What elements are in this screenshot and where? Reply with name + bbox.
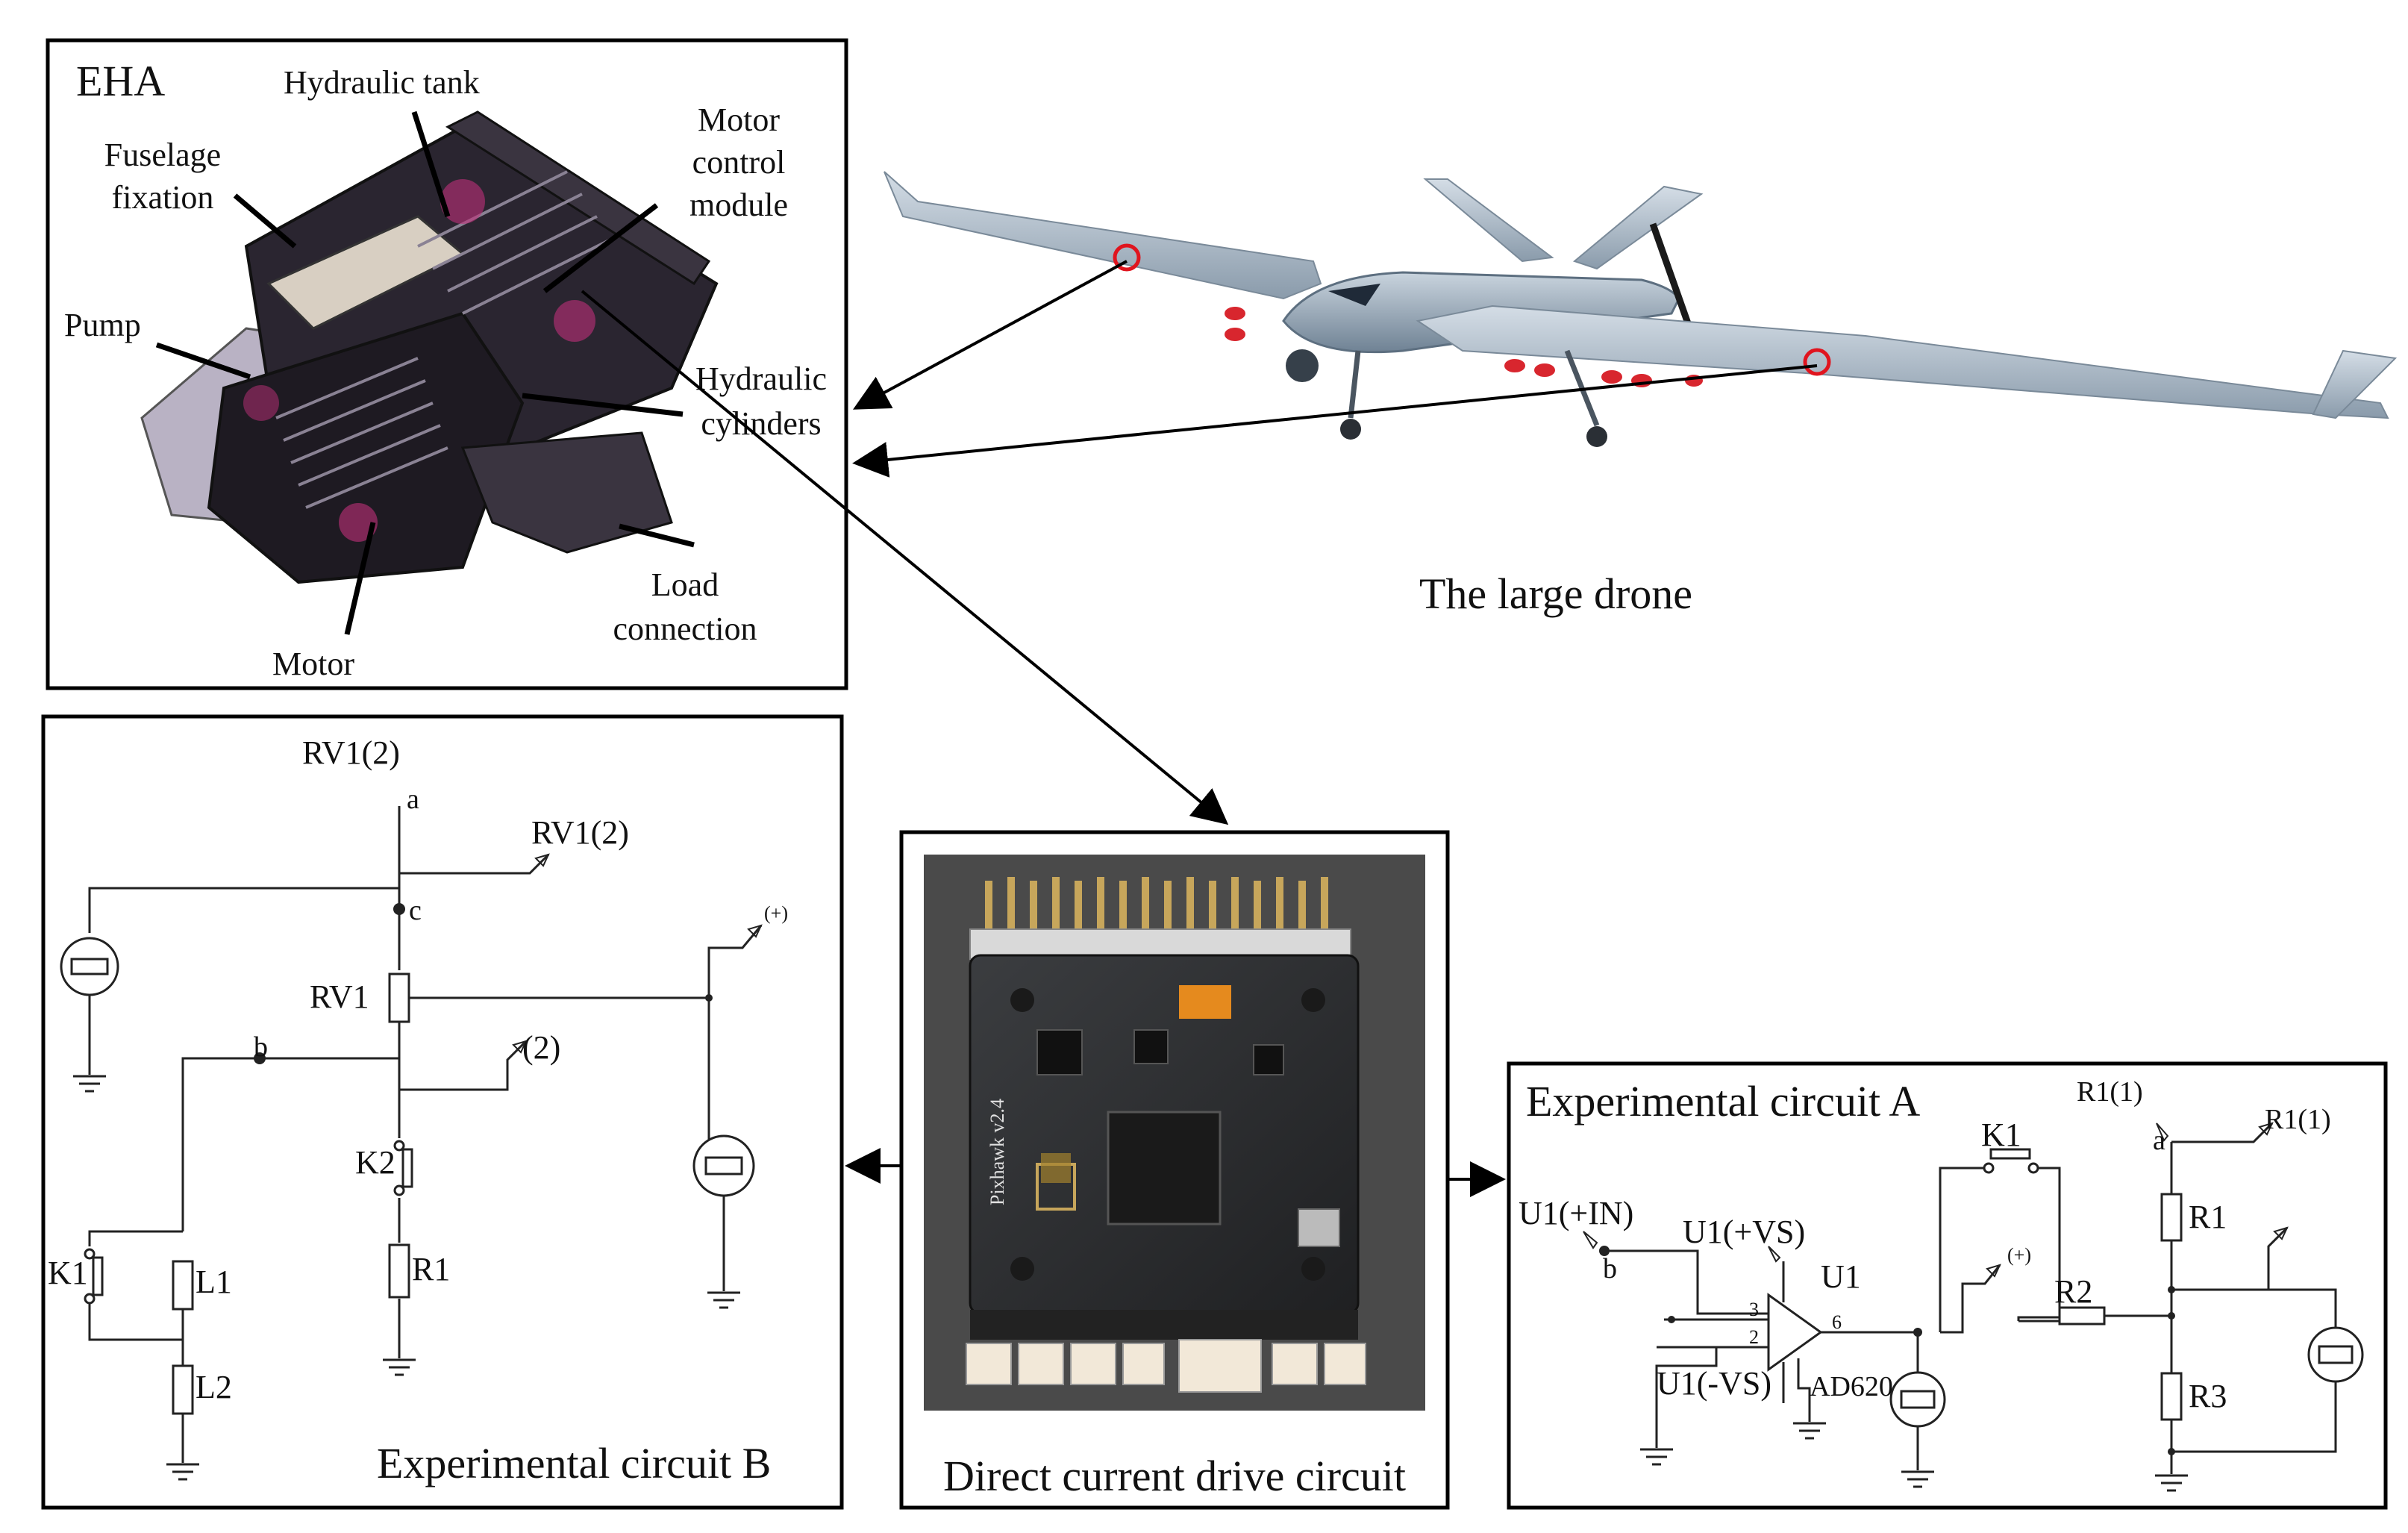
label-probe-plus-a1: (+) (2007, 1244, 2031, 1266)
ground-b-left (73, 1075, 106, 1093)
r1-resistor-b (388, 1243, 410, 1299)
header-pins (985, 877, 1328, 933)
ad620-opamp (1767, 1293, 1823, 1372)
label-rv1-top: RV1(2) (302, 734, 400, 771)
label-l1: L1 (196, 1264, 232, 1300)
rv1-resistor (388, 972, 410, 1023)
r2-resistor (2058, 1306, 2106, 1326)
drone-marker-right (1803, 348, 1831, 376)
dc-drive-panel: Pixhawk v2.4 Direct current drive circui… (899, 830, 1450, 1510)
label-pin2: 2 (1749, 1326, 1759, 1348)
voltage-source-b-left (60, 937, 119, 996)
ground-a-right (2155, 1474, 2188, 1492)
label-pump: Pump (64, 307, 141, 343)
ground-a-left (1640, 1448, 1673, 1466)
dc-drive-caption: Direct current drive circuit (943, 1452, 1406, 1500)
label-r3: R3 (2189, 1378, 2227, 1414)
arrow-drone-to-eha-upper (852, 260, 1128, 410)
label-probe-plus-b: (+) (764, 902, 788, 924)
label-ad620: AD620 (1810, 1371, 1893, 1402)
r1-resistor-a (2160, 1193, 2183, 1242)
ground-a-opamp (1793, 1422, 1826, 1440)
label-k2: K2 (355, 1144, 395, 1181)
board-connectors (966, 1339, 1366, 1393)
voltage-source-a-mid (1889, 1371, 1946, 1428)
label-r2: R2 (2054, 1273, 2092, 1310)
voltage-source-a-right (2307, 1326, 2364, 1383)
label-motor-control-1: Motor (698, 102, 780, 138)
label-motor-control-2: control (692, 144, 786, 181)
orange-component (1179, 985, 1231, 1019)
drone-illustration (884, 171, 2398, 447)
label-node-c: c (409, 895, 422, 926)
label-fuselage-2: fixation (112, 179, 214, 216)
l2-inductor (172, 1364, 194, 1415)
label-hydraulic-tank: Hydraulic tank (284, 64, 480, 101)
board-text: Pixhawk v2.4 (986, 1099, 1008, 1205)
label-l2: L2 (196, 1369, 232, 1405)
circuit-b-title: Experimental circuit B (377, 1439, 771, 1487)
label-hydraulic-cyl-1: Hydraulic (695, 360, 827, 397)
drone-marker-left (1113, 243, 1141, 272)
k1-switch-a (1989, 1148, 2031, 1160)
label-node-b: b (254, 1031, 268, 1063)
label-load-1: Load (651, 566, 719, 603)
drone-caption: The large drone (1419, 569, 1692, 618)
label-r1-top: R1(1) (2077, 1076, 2143, 1108)
label-u1-vs-plus: U1(+VS) (1683, 1214, 1805, 1250)
circuit-b-border (41, 714, 844, 1510)
eha-panel-border (46, 38, 848, 690)
eha-title: EHA (76, 57, 165, 105)
l1-inductor (172, 1260, 194, 1311)
label-r1-probe: R1(1) (2265, 1104, 2331, 1135)
label-u1-in: U1(+IN) (1519, 1195, 1633, 1231)
circuit-a-border (1507, 1061, 2388, 1510)
circuit-a-title: Experimental circuit A (1526, 1077, 1920, 1125)
label-u1-vs-minus: U1(-VS) (1657, 1365, 1771, 1402)
label-node-b-a: b (1603, 1253, 1617, 1284)
circuit-a-panel: Experimental circuit A (1507, 1061, 2388, 1510)
arrow-drone-to-eha-lower (852, 364, 1818, 478)
circuit-b-panel: RV1(2) a RV1(2) c RV1 b (2) K2 R1 K1 L1 … (41, 714, 844, 1510)
label-load-2: connection (613, 611, 757, 647)
label-pin3: 3 (1749, 1299, 1759, 1320)
label-node-a-b: a (407, 784, 419, 815)
label-motor: Motor (272, 646, 354, 682)
label-r1-a: R1 (2189, 1199, 2227, 1235)
k1-switch-b (92, 1256, 104, 1296)
mcu-chip (1107, 1111, 1222, 1226)
label-rv1: RV1 (310, 978, 369, 1015)
label-u1: U1 (1821, 1258, 1861, 1295)
label-hydraulic-cyl-2: cylinders (701, 405, 821, 442)
r3-resistor (2160, 1372, 2183, 1421)
voltage-source-b-right (692, 1134, 755, 1197)
ground-b-bottom (166, 1463, 199, 1481)
k2-switch (401, 1148, 413, 1188)
ground-b-center (383, 1358, 416, 1376)
ground-b-right (707, 1291, 740, 1309)
label-k1-b: K1 (48, 1255, 88, 1291)
dc-drive-border (899, 830, 1450, 1510)
label-r1-b: R1 (412, 1251, 450, 1287)
ground-a-mid (1901, 1470, 1934, 1488)
eha-photo (140, 110, 719, 584)
arrow-eha-to-drive (581, 290, 1229, 825)
flow-arrows (581, 260, 1818, 1197)
eha-panel: EHA Hydraulic tank Motor control module … (46, 38, 848, 690)
label-fuselage-1: Fuselage (104, 137, 221, 173)
label-pin6: 6 (1832, 1311, 1842, 1333)
label-probe-2: (2) (522, 1029, 560, 1066)
label-k1-a: K1 (1981, 1117, 2021, 1153)
eha-callout-lines (155, 110, 695, 635)
label-rv1-probe: RV1(2) (531, 814, 629, 851)
label-motor-control-3: module (689, 187, 788, 223)
label-node-a-a: a (2153, 1125, 2165, 1156)
